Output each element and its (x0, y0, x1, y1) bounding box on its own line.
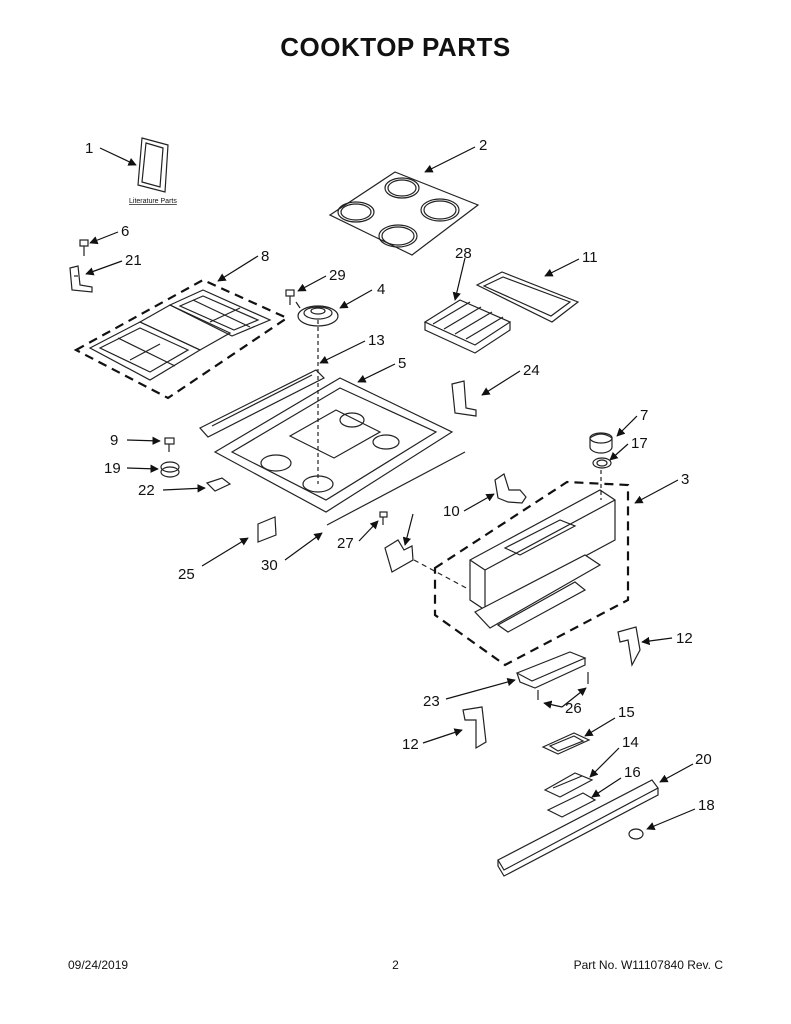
callout-6: 6 (121, 223, 129, 240)
callout-14: 14 (622, 734, 639, 751)
callout-3: 3 (681, 471, 689, 488)
callout-27: 27 (337, 535, 354, 552)
part-screw-6 (79, 239, 89, 256)
part-nut-18 (628, 828, 644, 840)
part-cooktop-glass (328, 171, 480, 256)
part-screw-9 (164, 437, 175, 452)
part-bezel (592, 457, 612, 469)
callout-17: 17 (631, 435, 648, 452)
part-control-panel (433, 470, 630, 667)
callout-23: 23 (423, 693, 440, 710)
part-cover-23 (515, 651, 587, 689)
callout-5: 5 (398, 355, 406, 372)
callout-12-left: 12 (402, 736, 419, 753)
callout-28: 28 (455, 245, 472, 262)
callout-10: 10 (443, 503, 460, 520)
part-bracket-12a (617, 626, 641, 667)
callout-18: 18 (698, 797, 715, 814)
part-bracket-under-27 (384, 539, 471, 591)
callout-16: 16 (624, 764, 641, 781)
part-clip-25 (257, 516, 277, 543)
part-screw-27 (379, 511, 388, 525)
part-literature: Literature Parts (129, 137, 177, 205)
callout-15: 15 (618, 704, 635, 721)
callout-26: 26 (565, 700, 582, 717)
callout-7: 7 (640, 407, 648, 424)
part-burner (295, 301, 339, 327)
leader-lines (85, 146, 696, 830)
part-board-15 (541, 732, 591, 755)
callout-8: 8 (261, 248, 269, 265)
part-knob (589, 432, 613, 454)
callout-29: 29 (329, 267, 346, 284)
part-bracket-24 (451, 380, 477, 417)
callout-13: 13 (368, 332, 385, 349)
part-clip-22 (205, 477, 232, 492)
callout-30: 30 (261, 557, 278, 574)
part-bracket-21 (69, 265, 93, 293)
callout-21: 21 (125, 252, 142, 269)
callout-22: 22 (138, 482, 155, 499)
part-rail-20 (497, 779, 659, 877)
part-griddle-plate (475, 271, 580, 323)
part-burner-box (213, 320, 454, 513)
footer-date: 09/24/2019 (68, 958, 129, 972)
part-griddle-burner (423, 299, 512, 354)
callout-12-right: 12 (676, 630, 693, 647)
callout-labels: 1 2 6 21 8 29 4 28 11 13 5 24 7 9 17 19 … (85, 137, 715, 814)
footer-part-number: Part No. W11107840 Rev. C (573, 958, 723, 972)
callout-9: 9 (110, 432, 118, 449)
callout-25: 25 (178, 566, 195, 583)
part-bracket-12b (462, 706, 487, 750)
part-grates (73, 278, 290, 400)
callout-24: 24 (523, 362, 540, 379)
part-rod (326, 451, 466, 526)
part-board-14 (543, 772, 594, 798)
footer-page-number: 2 (392, 958, 399, 972)
callout-19: 19 (104, 460, 121, 477)
callout-11: 11 (582, 249, 598, 266)
literature-label: Literature Parts (129, 198, 177, 205)
part-trim-rail (199, 369, 326, 438)
callout-1: 1 (85, 140, 93, 157)
page-title: COOKTOP PARTS (280, 32, 511, 62)
part-bracket-10 (494, 473, 527, 504)
callout-4: 4 (377, 281, 385, 298)
callout-20: 20 (695, 751, 712, 768)
part-screws-26 (537, 672, 589, 700)
part-cap-19 (160, 461, 180, 478)
callout-2: 2 (479, 137, 487, 154)
part-plate-16 (546, 792, 597, 818)
part-screw-29 (285, 289, 295, 305)
